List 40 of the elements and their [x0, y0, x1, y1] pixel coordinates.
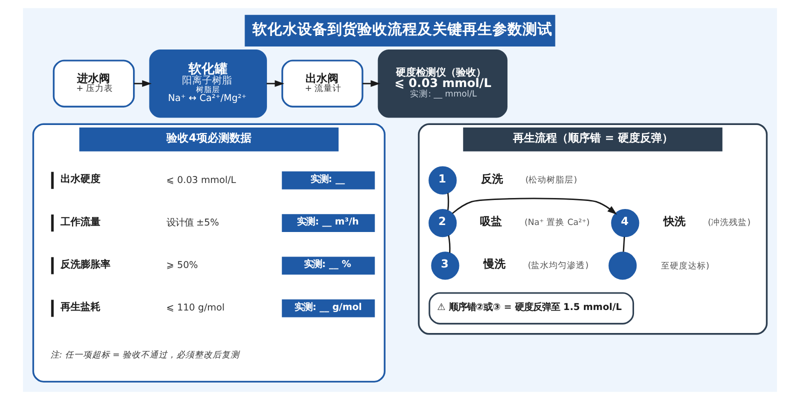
node-box: 进水阀 + 压力表 [52, 60, 135, 108]
node-box: 硬度检测仪（验收） ⩽ 0.03 mmol/L 实测: __ mmol/L [378, 49, 508, 118]
arrow [266, 80, 284, 87]
label: 注: 任一项超标 = 验收不通过，必须整改后复测 [50, 350, 240, 360]
label: 出水硬度 [60, 174, 101, 186]
node-label: (盐水均匀渗透) [528, 260, 589, 271]
node-label: (冲洗残盐) [708, 218, 751, 228]
node-box: 软化罐 阳离子树脂 树脂层 Na⁺ ↔ Ca²⁺/Mg²⁺ [149, 49, 267, 118]
label: 设计值 ±5% [166, 217, 220, 228]
label: 反洗膨胀率 [60, 259, 111, 270]
node-label: (松动树脂层) [525, 176, 578, 186]
node-label: 快洗 [664, 215, 686, 228]
node-box: 出水阀 + 流量计 [281, 60, 364, 108]
label: ⩽ 110 g/mol [166, 302, 225, 314]
label: 工作流量 [60, 216, 101, 228]
label: 再生盐耗 [60, 302, 101, 314]
label: ⩽ 0.03 mmol/L [166, 174, 236, 186]
node-box: 实测: __ g/mol [282, 299, 375, 318]
node-box: 实测: __ [282, 171, 375, 190]
node-label: 吸盐 [480, 215, 502, 228]
node-label: 至硬度达标) [661, 261, 710, 272]
label: ⩾ 50% [166, 260, 198, 272]
node-box: 实测: __ % [282, 256, 375, 275]
node-box: 实测: __ m³/h [282, 214, 375, 232]
node-circle: 1 [428, 166, 457, 194]
arrow [362, 80, 380, 87]
node-circle: 2 [428, 208, 457, 238]
node-label: (Na⁺ 置换 Ca²⁺) [524, 218, 590, 228]
connector [447, 193, 450, 210]
node-circle [608, 252, 637, 280]
node-box: ⚠ 顺序错②或③ = 硬度反弹至 1.5 mmol/L [428, 292, 634, 324]
node-label: 慢洗 [484, 258, 506, 271]
arrow [134, 80, 152, 87]
arrow [452, 198, 617, 215]
diagram-title: 软化水设备到货验收流程及关键再生参数测试 [252, 22, 552, 38]
node-label: 反洗 [481, 172, 504, 186]
node-circle: 3 [431, 252, 460, 280]
node-circle: 4 [611, 208, 640, 238]
connector [448, 235, 451, 253]
connector [622, 236, 626, 252]
